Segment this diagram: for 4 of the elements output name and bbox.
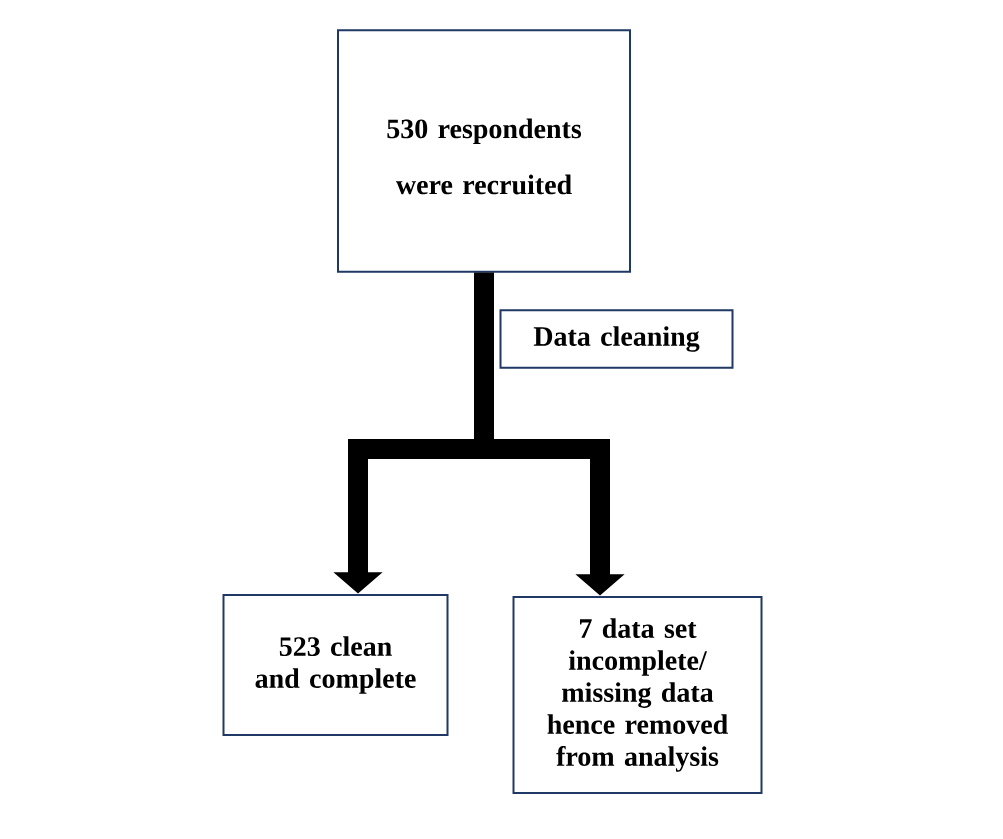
process-box: 530 respondents were recruited: [337, 29, 631, 273]
step-box: Data cleaning: [499, 309, 734, 369]
outcome-box: 523 clean and complete: [222, 594, 449, 736]
outcome-box: 7 data set incomplete/ missing data hence removed from analysis: [512, 596, 763, 794]
